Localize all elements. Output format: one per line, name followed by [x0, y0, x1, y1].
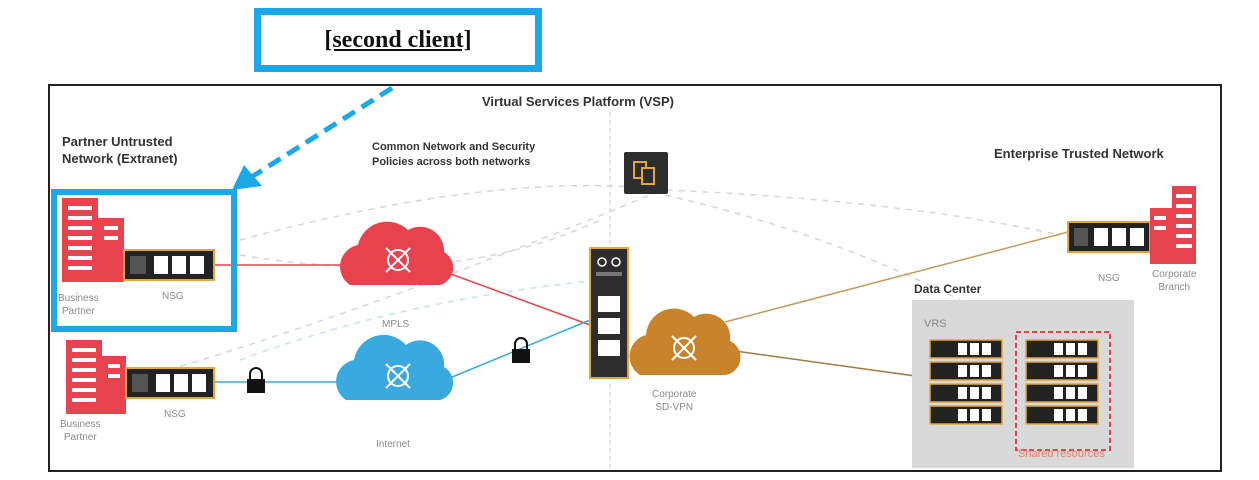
policies-line2: Policies across both networks	[372, 156, 531, 168]
policy-arc-right	[664, 194, 961, 301]
cloud-icon-internet	[336, 334, 454, 400]
callout-box: [second client]	[254, 8, 542, 72]
second-client-highlight	[51, 189, 237, 332]
platform-title: Virtual Services Platform (VSP)	[482, 94, 674, 109]
mpls-label: MPLS	[382, 319, 410, 330]
shared-resources-box	[1015, 331, 1111, 451]
corporate-branch-label: Corporate Branch	[1152, 268, 1196, 294]
business-partner-top-line1: Business	[58, 293, 99, 304]
gateway-device	[589, 247, 629, 379]
callout-arrowhead	[232, 165, 262, 190]
link-sdvpn-datacenter	[727, 349, 931, 379]
policies-title: Common Network and Security Policies acr…	[372, 140, 535, 170]
policies-line1: Common Network and Security	[372, 141, 536, 153]
building-icon-partner-bottom	[66, 340, 126, 414]
business-partner-top-line2: Partner	[61, 306, 95, 317]
corporate-branch-line2: Branch	[1158, 282, 1191, 293]
partner-network-line2: Network (Extranet)	[62, 151, 178, 166]
nsg-device-partner-top	[123, 249, 215, 281]
data-center-title: Data Center	[914, 282, 982, 296]
nsg-device-partner-bottom	[125, 367, 215, 399]
business-partner-bottom-line1: Business	[60, 419, 101, 430]
vsp-icon	[624, 152, 668, 194]
callout-text: [second client]	[324, 26, 472, 53]
shared-resources-label: Shared resources	[1018, 448, 1105, 460]
lock-icon-partner	[247, 367, 265, 393]
partner-network-title: Partner Untrusted Network (Extranet)	[62, 133, 178, 167]
link-mpls-gateway	[439, 269, 591, 326]
cloud-icon-sdvpn	[629, 308, 741, 375]
cloud-icon-mpls	[340, 221, 454, 285]
business-partner-bottom-label: Business Partner	[60, 418, 101, 444]
nsg-top-label: NSG	[162, 291, 184, 302]
business-partner-top-label: Business Partner	[58, 292, 99, 318]
sdvpn-line1: Corporate	[652, 389, 697, 400]
sdvpn-line2: SD-VPN	[655, 402, 694, 413]
lock-icon-internet	[512, 337, 530, 363]
link-sdvpn-branch	[724, 231, 1069, 323]
policy-arc-blue	[239, 279, 601, 361]
nsg-device-branch	[1067, 221, 1151, 253]
business-partner-bottom-line2: Partner	[63, 432, 97, 443]
internet-label: Internet	[376, 439, 410, 450]
nsg-bottom-label: NSG	[164, 409, 186, 420]
server-rack-left	[929, 339, 1003, 425]
server-rack-right	[1025, 339, 1099, 425]
callout-arrow-line	[248, 85, 394, 181]
corporate-branch-line1: Corporate	[1152, 269, 1197, 280]
enterprise-network-title: Enterprise Trusted Network	[994, 146, 1164, 161]
building-icon-partner-top	[62, 198, 124, 282]
nsg-branch-label: NSG	[1098, 273, 1120, 284]
building-icon-branch	[1150, 186, 1196, 264]
sdvpn-label: Corporate SD-VPN	[652, 388, 696, 414]
partner-network-line1: Partner Untrusted	[62, 134, 173, 149]
vrs-label: VRS	[924, 318, 947, 330]
